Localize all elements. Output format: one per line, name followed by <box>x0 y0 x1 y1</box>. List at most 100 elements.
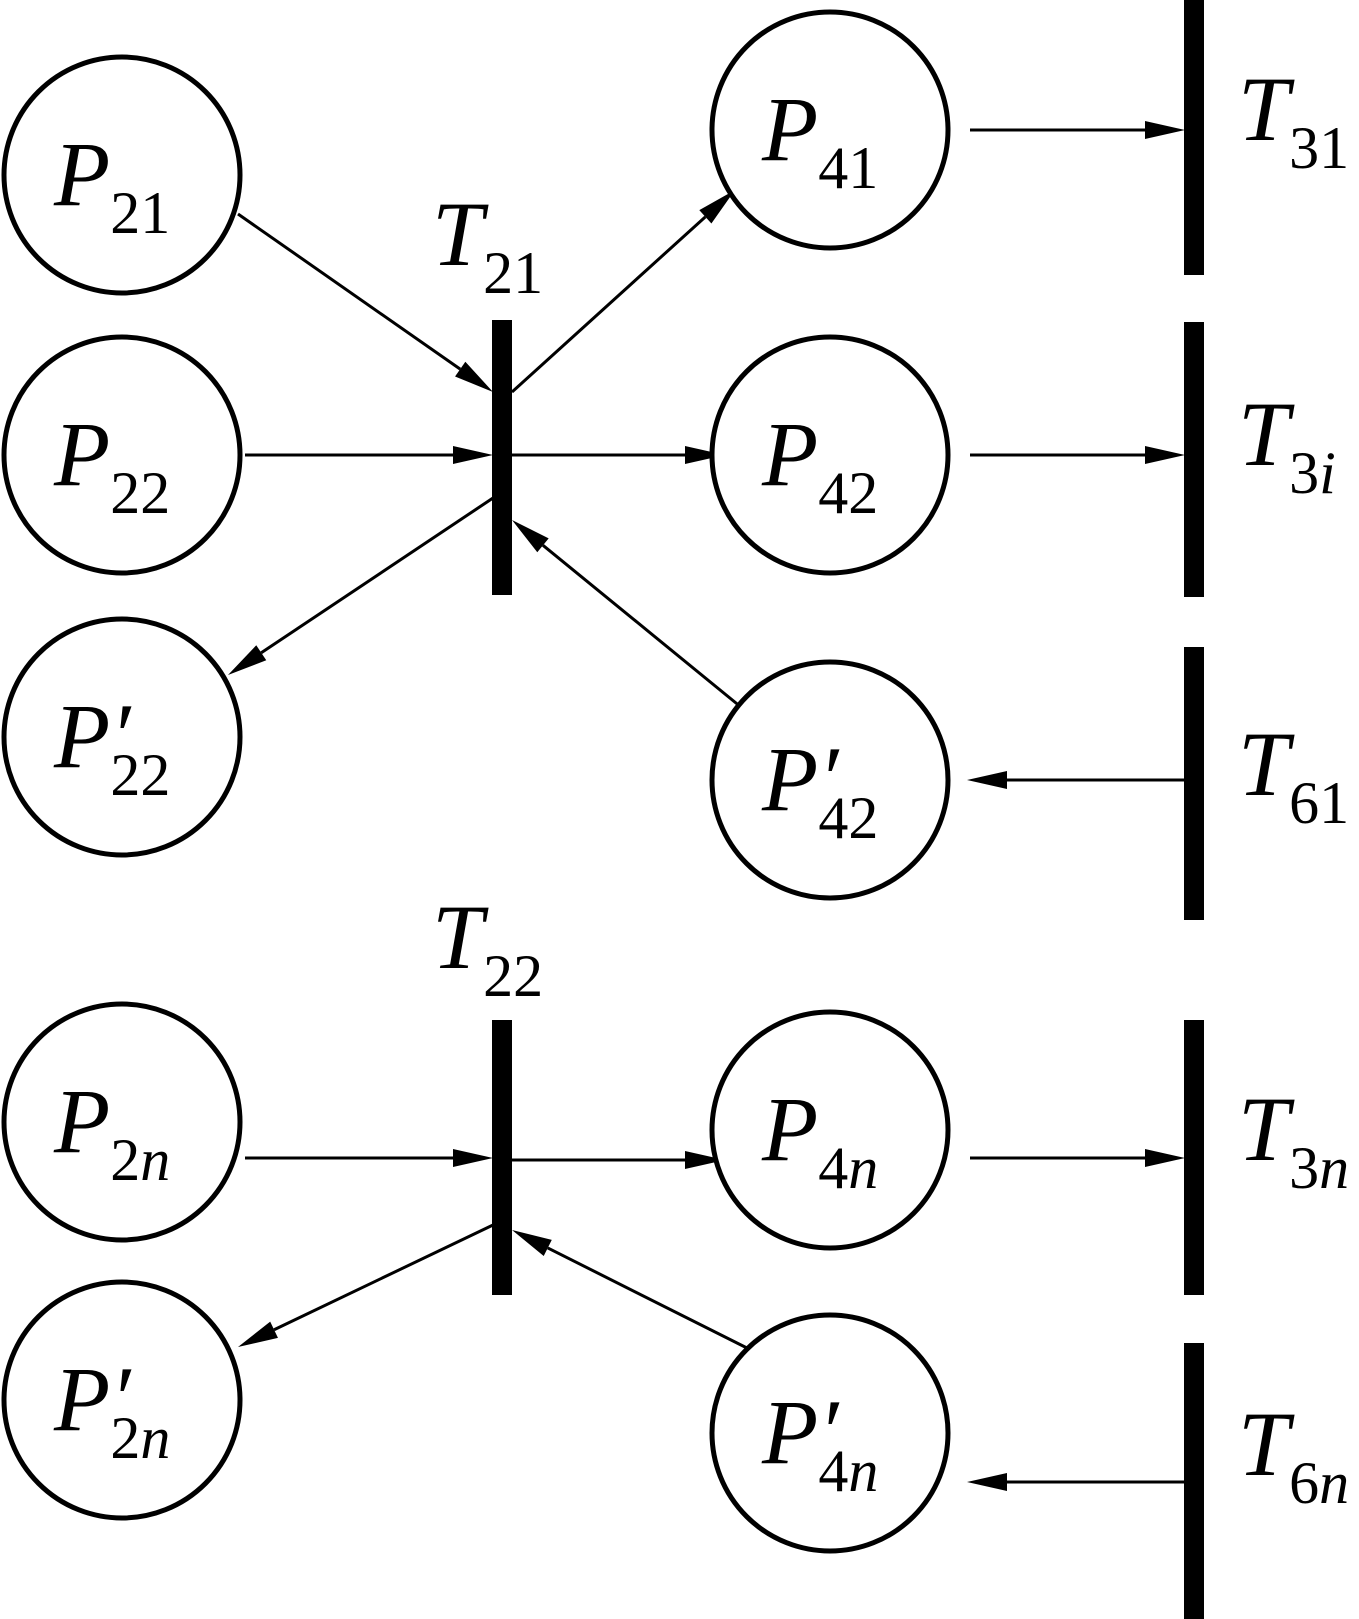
place-p4np-label-sub-italic: n <box>848 1438 878 1504</box>
transition-t3n: T3n <box>1184 1020 1349 1295</box>
transition-t6n-bar <box>1184 1343 1204 1619</box>
arrowhead-icon <box>453 446 493 464</box>
place-p4n: P4n <box>709 1009 951 1251</box>
arrowhead-icon <box>455 361 493 392</box>
place-p4n-label-main: P <box>761 1078 818 1180</box>
place-p41: P41 <box>709 9 951 251</box>
place-p2np: P′2n <box>1 1279 243 1521</box>
place-p4np-label-prime: ′ <box>818 1381 840 1483</box>
place-p4n-circle <box>709 1009 951 1251</box>
transition-t3n-label: T3n <box>1238 1078 1349 1201</box>
place-p2n: P2n <box>1 1001 243 1243</box>
place-p42-label-sub: 42 <box>818 460 878 526</box>
place-p42p-label-prime: ′ <box>818 728 840 830</box>
place-p2n-circle <box>1 1001 243 1243</box>
arrowhead-icon <box>1145 121 1185 139</box>
place-p2n-label-main: P <box>53 1070 110 1172</box>
arc-line <box>260 496 494 655</box>
transition-t22-label: T22 <box>432 886 543 1009</box>
transition-t22-label-main: T <box>432 886 489 988</box>
place-p22p-circle <box>1 616 243 858</box>
transition-t3n-label-sub: 3 <box>1289 1135 1319 1201</box>
arc-line <box>542 544 748 714</box>
place-p42p-label-main: P <box>761 728 818 830</box>
transition-t31-label: T31 <box>1238 58 1349 181</box>
place-p2n-label: P2n <box>53 1070 170 1193</box>
place-p4np-label-sub: 4 <box>818 1438 848 1504</box>
transition-t61-label-sub: 61 <box>1289 770 1349 836</box>
place-p42p-circle <box>709 659 951 901</box>
place-p42p-label-sub: 42 <box>818 785 878 851</box>
transition-t6n-label: T6n <box>1238 1393 1349 1516</box>
place-p22-label: P22 <box>53 403 170 526</box>
place-p2np-label-prime: ′ <box>110 1348 132 1450</box>
place-p21: P21 <box>1 54 243 296</box>
transition-t3i-bar <box>1184 322 1204 597</box>
arrowhead-icon <box>453 1149 493 1167</box>
transition-t21-label-main: T <box>432 183 489 285</box>
place-p4n-label-sub-italic: n <box>848 1135 878 1201</box>
place-p22p: P′22 <box>1 616 243 858</box>
transition-t6n-label-main: T <box>1238 1393 1295 1495</box>
arrowhead-icon <box>685 446 725 464</box>
place-p22-label-sub: 22 <box>110 460 170 526</box>
transition-t21-bar <box>492 320 512 595</box>
place-p2n-label-sub: 2 <box>110 1127 140 1193</box>
transition-t31-bar <box>1184 0 1204 275</box>
arc-p2n-to-t22 <box>245 1149 493 1167</box>
transition-t22-label-sub: 22 <box>483 943 543 1009</box>
arrowhead-icon <box>238 1321 278 1347</box>
arc-t61-to-p42p <box>967 771 1185 789</box>
place-p4np-label-main: P <box>761 1381 818 1483</box>
place-p41-label-sub: 41 <box>818 135 878 201</box>
transition-t61-label-main: T <box>1238 713 1295 815</box>
transition-t6n-label-sub: 6 <box>1289 1450 1319 1516</box>
transition-t6n: T6n <box>1184 1343 1349 1619</box>
place-p41-circle <box>709 9 951 251</box>
place-p41-label: P41 <box>761 78 878 201</box>
place-p21-label-sub: 21 <box>110 180 170 246</box>
arrowhead-icon <box>1145 1149 1185 1167</box>
transition-t21: T21 <box>432 183 543 595</box>
arc-line <box>547 1246 748 1350</box>
place-p42-label: P42 <box>761 403 878 526</box>
place-p4np: P′4n <box>709 1312 951 1554</box>
transition-t3i-label-sub: 3 <box>1289 440 1319 506</box>
place-p22p-label: P′22 <box>53 685 170 808</box>
transition-t22-bar <box>492 1020 512 1295</box>
arc-p42-to-t3i <box>970 446 1185 464</box>
arc-line <box>510 215 707 394</box>
arrowhead-icon <box>699 190 735 224</box>
place-p2np-label-sub: 2 <box>110 1405 140 1471</box>
place-p4np-label: P′4n <box>761 1381 878 1504</box>
place-p4np-circle <box>709 1312 951 1554</box>
arc-t22-to-p4n <box>512 1151 725 1169</box>
arc-p4n-to-t3n <box>970 1149 1185 1167</box>
place-p2np-label-sub-italic: n <box>140 1405 170 1471</box>
arrowhead-icon <box>228 645 267 675</box>
transition-t22: T22 <box>432 886 543 1295</box>
transition-t31-label-sub: 31 <box>1289 115 1349 181</box>
arc-p41-to-t31 <box>970 121 1185 139</box>
transition-t3n-label-sub-italic: n <box>1319 1135 1349 1201</box>
place-p21-circle <box>1 54 243 296</box>
arc-p22-to-t21 <box>245 446 493 464</box>
place-p22: P22 <box>1 334 243 576</box>
arcs-layer <box>228 121 1185 1491</box>
transition-t3i-label-sub-italic: i <box>1319 440 1336 506</box>
arrowhead-icon <box>685 1151 725 1169</box>
arrowhead-icon <box>512 1230 552 1256</box>
transition-t6n-label-sub-italic: n <box>1319 1450 1349 1516</box>
place-p2np-label: P′2n <box>53 1348 170 1471</box>
transition-t3i-label: T3i <box>1238 383 1336 506</box>
arrowhead-icon <box>967 1473 1007 1491</box>
place-p21-label: P21 <box>53 123 170 246</box>
place-p42-circle <box>709 334 951 576</box>
place-p41-label-main: P <box>761 78 818 180</box>
arc-p4np-to-t22 <box>512 1230 748 1350</box>
place-p42p-label: P′42 <box>761 728 878 851</box>
transition-t3i-label-main: T <box>1238 383 1295 485</box>
